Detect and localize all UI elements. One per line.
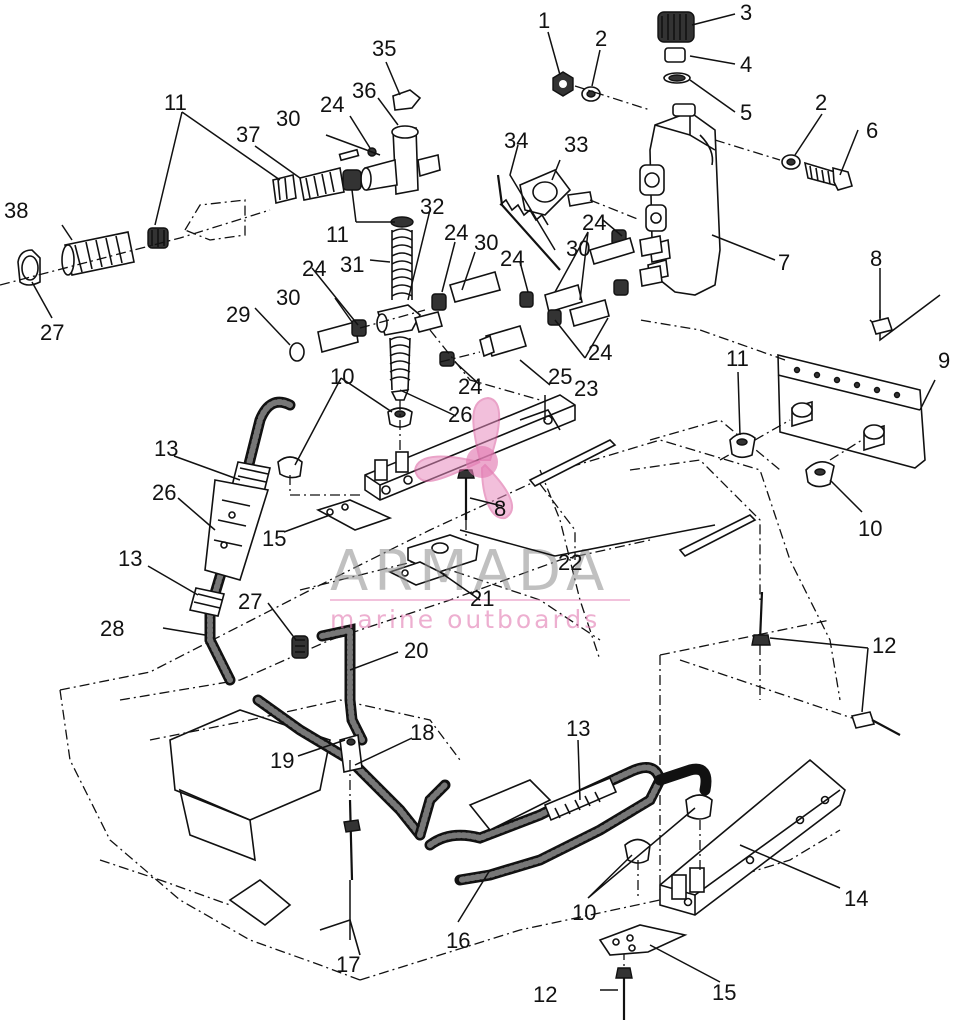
callout-9: 9 [938,348,950,373]
callout-30: 30 [474,230,498,255]
spring-hose-upper [376,216,422,401]
callout-19: 19 [270,748,294,773]
callout-34: 34 [504,128,528,153]
callout-28: 28 [100,616,124,641]
bottom-bracket-14 [624,619,846,916]
callout-29: 29 [226,302,250,327]
watermark-brand: ARMADA [330,539,610,604]
callout-24: 24 [458,374,482,399]
right-bracket-9 [639,294,941,469]
callout-24: 24 [320,92,344,117]
callout-36: 36 [352,78,376,103]
hose-clips-right [729,432,835,488]
callout-12: 12 [872,633,896,658]
callout-2: 2 [595,26,607,51]
bolt-17 [343,760,361,881]
callout-3: 3 [740,0,752,25]
filter-valve-assembly [272,89,441,204]
callout-30: 30 [566,236,590,261]
callout-12: 12 [533,982,557,1007]
callout-24: 24 [302,256,326,281]
callout-11: 11 [326,222,349,247]
callout-11: 11 [164,90,187,115]
callout-18: 18 [410,720,434,745]
callout-24: 24 [500,246,524,271]
callout-4: 4 [740,52,752,77]
inlet-filter-left [0,199,271,286]
hose-left-vertical [189,396,360,686]
callout-2: 2 [815,90,827,115]
callout-32: 32 [420,194,444,219]
sender-gasket [496,169,641,271]
callout-8: 8 [494,496,506,521]
callout-20: 20 [404,638,428,663]
callout-27: 27 [238,589,262,614]
callout-10: 10 [858,516,882,541]
filler-cap-assembly [657,11,695,84]
callout-15: 15 [262,526,286,551]
callout-13: 13 [566,716,590,741]
hose-bottom-16 [424,762,712,886]
callout-7: 7 [778,250,790,275]
oil-reservoir-tank [639,103,721,296]
callout-1: 1 [538,8,550,33]
callout-13: 13 [118,546,142,571]
callout-24: 24 [588,340,612,365]
callout-38: 38 [4,198,28,223]
callout-10: 10 [330,364,354,389]
callout-11: 11 [726,346,749,371]
hose-20 [291,623,368,746]
callout-23: 23 [574,376,598,401]
callout-26: 26 [152,480,176,505]
callout-14: 14 [844,886,868,911]
callout-24: 24 [582,210,606,235]
callout-labels: 1 2 3 4 5 2 6 7 8 9 11 10 12 14 15 12 10… [4,0,950,1007]
callout-31: 31 [340,252,364,277]
hose-clip-upper [387,400,413,470]
callout-35: 35 [372,36,396,61]
callout-17: 17 [336,952,360,977]
callout-16: 16 [446,928,470,953]
callout-30: 30 [276,106,300,131]
callout-26: 26 [448,402,472,427]
callout-8: 8 [870,246,882,271]
tank-fasteners [552,71,853,191]
leader-lines [31,13,936,991]
callout-24: 24 [444,220,468,245]
callout-30: 30 [276,285,300,310]
callout-37: 37 [236,122,260,147]
hose-connectors [289,229,663,401]
hull-outline [59,419,841,981]
mount-plates-center [315,499,479,586]
callout-10: 10 [572,900,596,925]
mount-plate-15-bottom [598,924,688,956]
callout-27: 27 [40,320,64,345]
watermark: ARMADA marine outboards [330,396,630,634]
callout-5: 5 [740,100,752,125]
brand-logo-propeller [413,396,514,520]
callout-6: 6 [866,118,878,143]
callout-22: 22 [558,550,582,575]
side-rails-22 [528,439,757,560]
watermark-tagline: marine outboards [330,605,600,634]
callout-13: 13 [154,436,178,461]
callout-33: 33 [564,132,588,157]
callout-15: 15 [712,980,736,1005]
callout-25: 25 [548,364,572,389]
callout-21: 21 [470,586,494,611]
